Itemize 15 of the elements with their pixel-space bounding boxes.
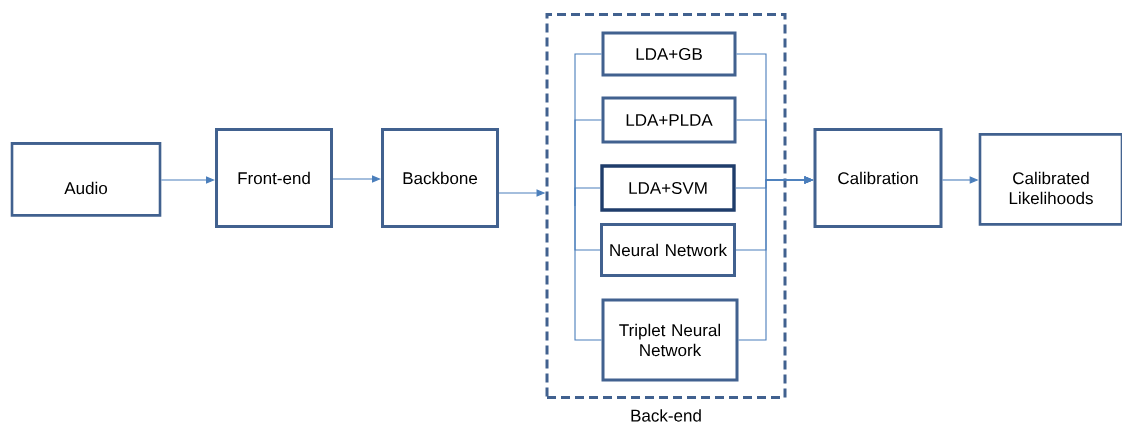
process-box: Backbone: [381, 128, 499, 228]
database-cylinder: Audio: [10, 142, 162, 217]
process-box: Neural Network: [600, 223, 736, 277]
database-cylinder: Calibrated Likelihoods: [978, 133, 1122, 226]
connector-line: [574, 187, 601, 207]
process-box: Triplet Neural Network: [601, 298, 739, 382]
process-box: Front-end: [215, 128, 333, 228]
node-label: Back-end: [631, 409, 701, 422]
connector-line: [574, 205, 603, 341]
process-box: LDA+SVM: [600, 164, 736, 212]
process-box: LDA+GB: [601, 31, 737, 77]
arrow: [332, 175, 381, 183]
arrow: [160, 176, 215, 184]
process-box: Calibration: [813, 128, 943, 228]
process-box: LDA+PLDA: [601, 96, 737, 144]
